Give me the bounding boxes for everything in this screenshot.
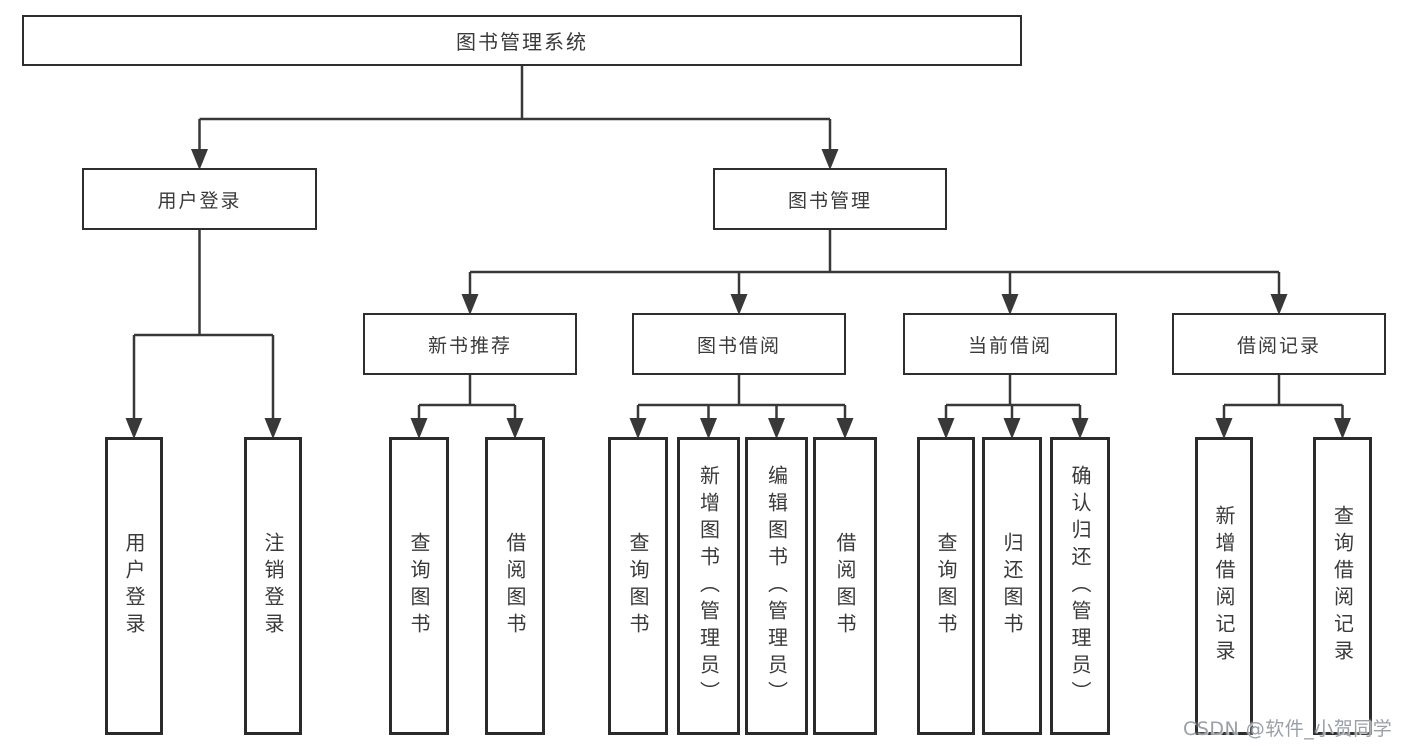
- node-br-query-record: 查询借阅记录: [1313, 437, 1372, 735]
- arrowhead-icon: [1001, 294, 1019, 315]
- arrowhead-icon: [937, 418, 955, 439]
- node-bb-edit-book: 编辑图书（管理员）: [745, 437, 808, 735]
- arrowhead-icon: [1215, 418, 1233, 439]
- node-label-bb-add-book: 新增图书（管理员）: [696, 464, 721, 708]
- arrowhead-icon: [836, 418, 854, 439]
- node-book-mgmt: 图书管理: [713, 168, 947, 230]
- arrowhead-icon: [461, 294, 479, 315]
- node-bb-borrow-book: 借阅图书: [813, 437, 877, 735]
- node-label-bb-query-book: 查询图书: [626, 532, 650, 640]
- arrowhead-icon: [1334, 418, 1351, 439]
- node-borrow-records: 借阅记录: [1172, 313, 1386, 375]
- node-label-current-borrow: 当前借阅: [967, 334, 1052, 357]
- watermark: CSDN @软件_小贺同学: [1183, 718, 1393, 740]
- arrowhead-icon: [1270, 294, 1288, 315]
- node-cb-query-book: 查询图书: [917, 437, 975, 735]
- node-label-bb-edit-book: 编辑图书（管理员）: [764, 464, 789, 708]
- node-cb-return-book: 归还图书: [982, 437, 1042, 735]
- node-leaf-user-login: 用户登录: [105, 437, 163, 735]
- node-label-user-login: 用户登录: [157, 189, 242, 212]
- node-label-new-book-recommend: 新书推荐: [427, 334, 512, 357]
- arrowhead-icon: [125, 418, 143, 439]
- arrowhead-icon: [629, 418, 647, 439]
- node-label-cb-confirm-return: 确认归还（管理员）: [1068, 464, 1092, 708]
- arrowhead-icon: [730, 294, 748, 315]
- node-rec-borrow-book: 借阅图书: [485, 437, 545, 735]
- node-label-leaf-user-login: 用户登录: [122, 532, 146, 640]
- arrowhead-icon: [700, 418, 717, 439]
- arrowhead-icon: [768, 418, 785, 439]
- node-leaf-logout: 注销登录: [244, 437, 302, 735]
- arrowhead-icon: [506, 418, 524, 439]
- arrowhead-icon: [821, 149, 839, 170]
- arrowhead-icon: [191, 149, 208, 170]
- node-label-cb-return-book: 归还图书: [1000, 532, 1024, 640]
- node-current-borrow: 当前借阅: [903, 313, 1117, 375]
- node-new-book-recommend: 新书推荐: [363, 313, 577, 375]
- node-rec-query-book: 查询图书: [389, 437, 449, 735]
- node-root: 图书管理系统: [22, 15, 1022, 66]
- node-label-rec-query-book: 查询图书: [407, 532, 431, 640]
- arrowhead-icon: [1071, 418, 1089, 439]
- node-cb-confirm-return: 确认归还（管理员）: [1050, 437, 1110, 735]
- node-br-add-record: 新增借阅记录: [1195, 437, 1253, 735]
- node-label-leaf-logout: 注销登录: [261, 532, 285, 640]
- node-label-rec-borrow-book: 借阅图书: [503, 532, 527, 640]
- node-bb-query-book: 查询图书: [608, 437, 668, 735]
- node-label-book-borrow: 图书借阅: [696, 334, 781, 357]
- node-user-login: 用户登录: [82, 168, 317, 230]
- node-bb-add-book: 新增图书（管理员）: [677, 437, 740, 735]
- node-label-root: 图书管理系统: [456, 30, 588, 54]
- arrowhead-icon: [264, 418, 282, 439]
- arrowhead-icon: [410, 418, 428, 439]
- arrowhead-icon: [1003, 418, 1021, 439]
- node-label-br-add-record: 新增借阅记录: [1212, 505, 1236, 667]
- node-label-br-query-record: 查询借阅记录: [1330, 505, 1355, 667]
- node-label-bb-borrow-book: 借阅图书: [833, 532, 857, 640]
- node-book-borrow: 图书借阅: [632, 313, 846, 375]
- node-label-borrow-records: 借阅记录: [1236, 334, 1321, 357]
- node-label-cb-query-book: 查询图书: [934, 532, 958, 640]
- node-label-book-mgmt: 图书管理: [787, 189, 872, 212]
